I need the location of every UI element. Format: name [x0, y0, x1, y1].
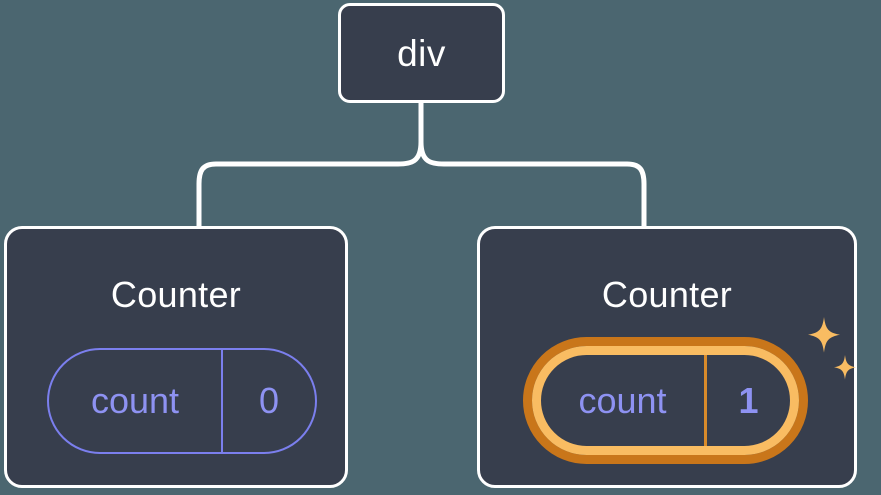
node-counter-right-label: Counter [601, 274, 733, 315]
node-counter-left[interactable]: Counter count 0 [4, 226, 348, 488]
node-div-label: div [397, 32, 446, 74]
state-pill-divider-left [221, 350, 223, 452]
state-key-right: count [578, 379, 667, 421]
sparkle-group [808, 317, 856, 380]
state-pill-right[interactable]: count 1 [532, 346, 799, 455]
node-counter-right[interactable]: Counter count 1 [477, 226, 857, 488]
edge-root-to-counter-right [418, 139, 647, 229]
sparkle-small-icon [834, 355, 856, 380]
state-value-left: 0 [258, 380, 280, 421]
node-div[interactable]: div [338, 3, 505, 103]
node-counter-left-label: Counter [110, 274, 242, 315]
state-value-right: 1 [738, 379, 759, 421]
edge-root-to-counter-left [196, 139, 424, 229]
state-pill-right-highlight-ring: count 1 [523, 337, 808, 464]
sparkle-large-icon [808, 317, 840, 353]
state-pill-left[interactable]: count 0 [47, 348, 317, 454]
state-pill-divider-right [704, 355, 707, 446]
state-key-left: count [90, 380, 180, 421]
